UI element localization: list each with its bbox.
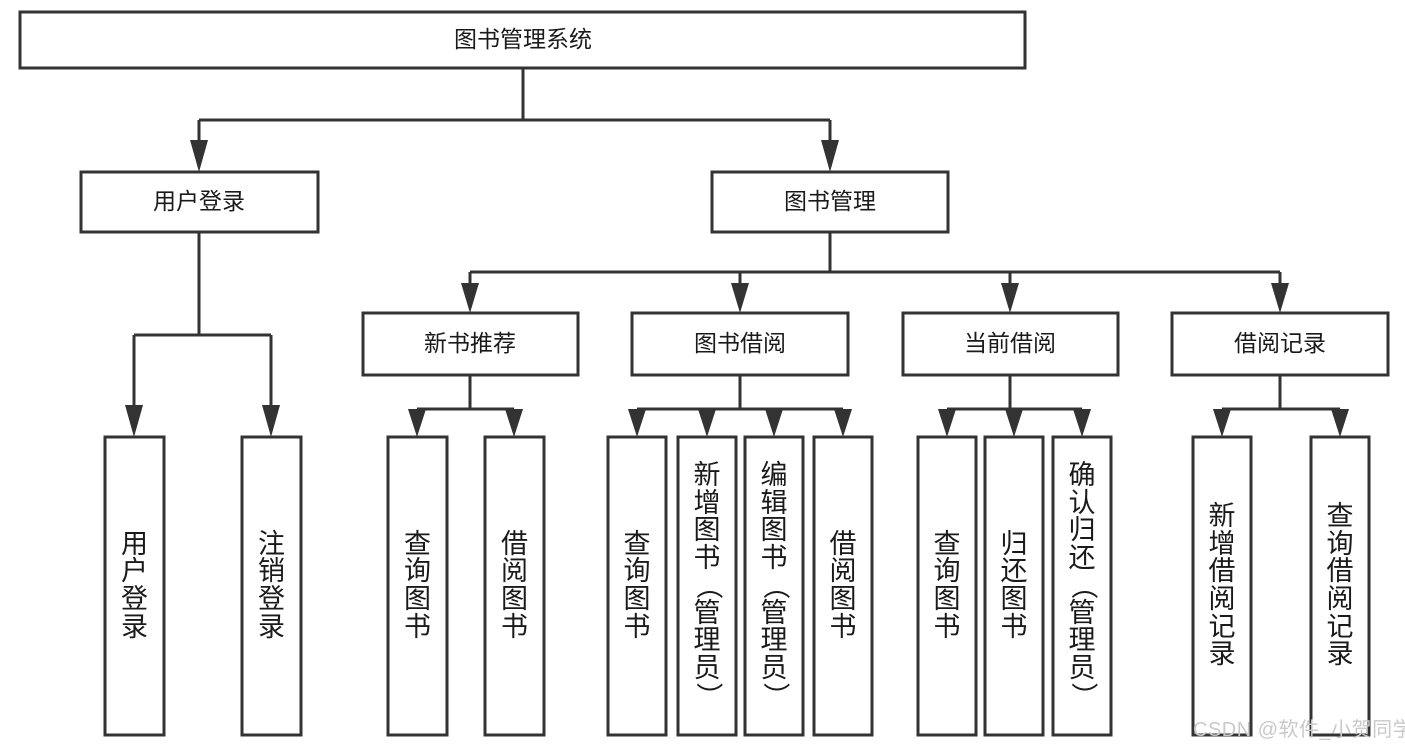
leaf-box-user-login-2[interactable] xyxy=(240,435,303,737)
leaf-box-current-borrow-3[interactable] xyxy=(1051,435,1113,737)
node-borrow-records-box[interactable] xyxy=(1170,311,1390,377)
leaf-box-new-book-1[interactable] xyxy=(386,435,449,737)
node-book-management-box[interactable] xyxy=(710,170,950,234)
node-book-borrow-label: 图书借阅 xyxy=(694,330,786,356)
arrow-bookborrow-leaf-3 xyxy=(765,409,783,437)
arrow-newbook-leaf-1 xyxy=(408,409,426,437)
arrow-newbook-leaf-2 xyxy=(505,409,523,437)
node-root-box[interactable] xyxy=(18,10,1027,70)
node-borrow-records-label: 借阅记录 xyxy=(1234,330,1326,356)
node-root-label: 图书管理系统 xyxy=(454,26,592,52)
node-current-borrow-label: 当前借阅 xyxy=(964,330,1056,356)
arrow-userlogin-leaf-2 xyxy=(262,405,280,437)
arrow-bookmgmt-to-new-book xyxy=(461,283,479,313)
node-book-management-label: 图书管理 xyxy=(784,188,876,214)
arrow-bookmgmt-to-current-borrow xyxy=(1001,283,1019,313)
arrow-bookborrow-leaf-4 xyxy=(834,409,852,437)
arrow-currentborrow-leaf-1 xyxy=(938,409,956,437)
node-current-borrow-box[interactable] xyxy=(901,311,1120,377)
leaf-box-book-borrow-3[interactable] xyxy=(743,435,805,737)
arrow-root-to-user-login xyxy=(190,140,208,172)
connector-layer xyxy=(125,68,1349,437)
node-new-book-recommend-box[interactable] xyxy=(361,311,580,377)
leaf-box-borrow-records-2[interactable] xyxy=(1309,435,1371,737)
arrow-borrowrecords-leaf-2 xyxy=(1331,409,1349,437)
arrow-bookborrow-leaf-1 xyxy=(628,409,646,437)
node-layer xyxy=(18,10,1390,737)
leaf-box-current-borrow-1[interactable] xyxy=(916,435,978,737)
leaf-box-current-borrow-2[interactable] xyxy=(983,435,1045,737)
leaf-box-borrow-records-1[interactable] xyxy=(1191,435,1253,737)
arrow-root-to-book-mgmt xyxy=(821,140,839,172)
leaf-box-book-borrow-4[interactable] xyxy=(812,435,874,737)
leaf-box-book-borrow-2[interactable] xyxy=(676,435,738,737)
arrow-userlogin-leaf-1 xyxy=(125,405,143,437)
node-new-book-recommend-label: 新书推荐 xyxy=(424,330,516,356)
arrow-currentborrow-leaf-2 xyxy=(1005,409,1023,437)
node-book-borrow-box[interactable] xyxy=(630,311,850,377)
node-user-login-box[interactable] xyxy=(79,170,320,234)
leaf-box-user-login-1[interactable] xyxy=(103,435,166,737)
leaf-box-book-borrow-1[interactable] xyxy=(606,435,668,737)
csdn-watermark: CSDN @软件_小贺同学 xyxy=(1193,719,1405,741)
arrow-bookborrow-leaf-2 xyxy=(698,409,716,437)
leaf-box-new-book-2[interactable] xyxy=(483,435,546,737)
arrow-borrowrecords-leaf-1 xyxy=(1213,409,1231,437)
arrow-currentborrow-leaf-3 xyxy=(1073,409,1091,437)
arrow-bookmgmt-to-borrow-records xyxy=(1271,283,1289,313)
node-user-login-label: 用户登录 xyxy=(153,188,245,214)
label-layer: 图书管理系统 用户登录 图书管理 新书推荐 图书借阅 当前借阅 借阅记录 xyxy=(153,26,1326,356)
arrow-bookmgmt-to-book-borrow xyxy=(731,283,749,313)
